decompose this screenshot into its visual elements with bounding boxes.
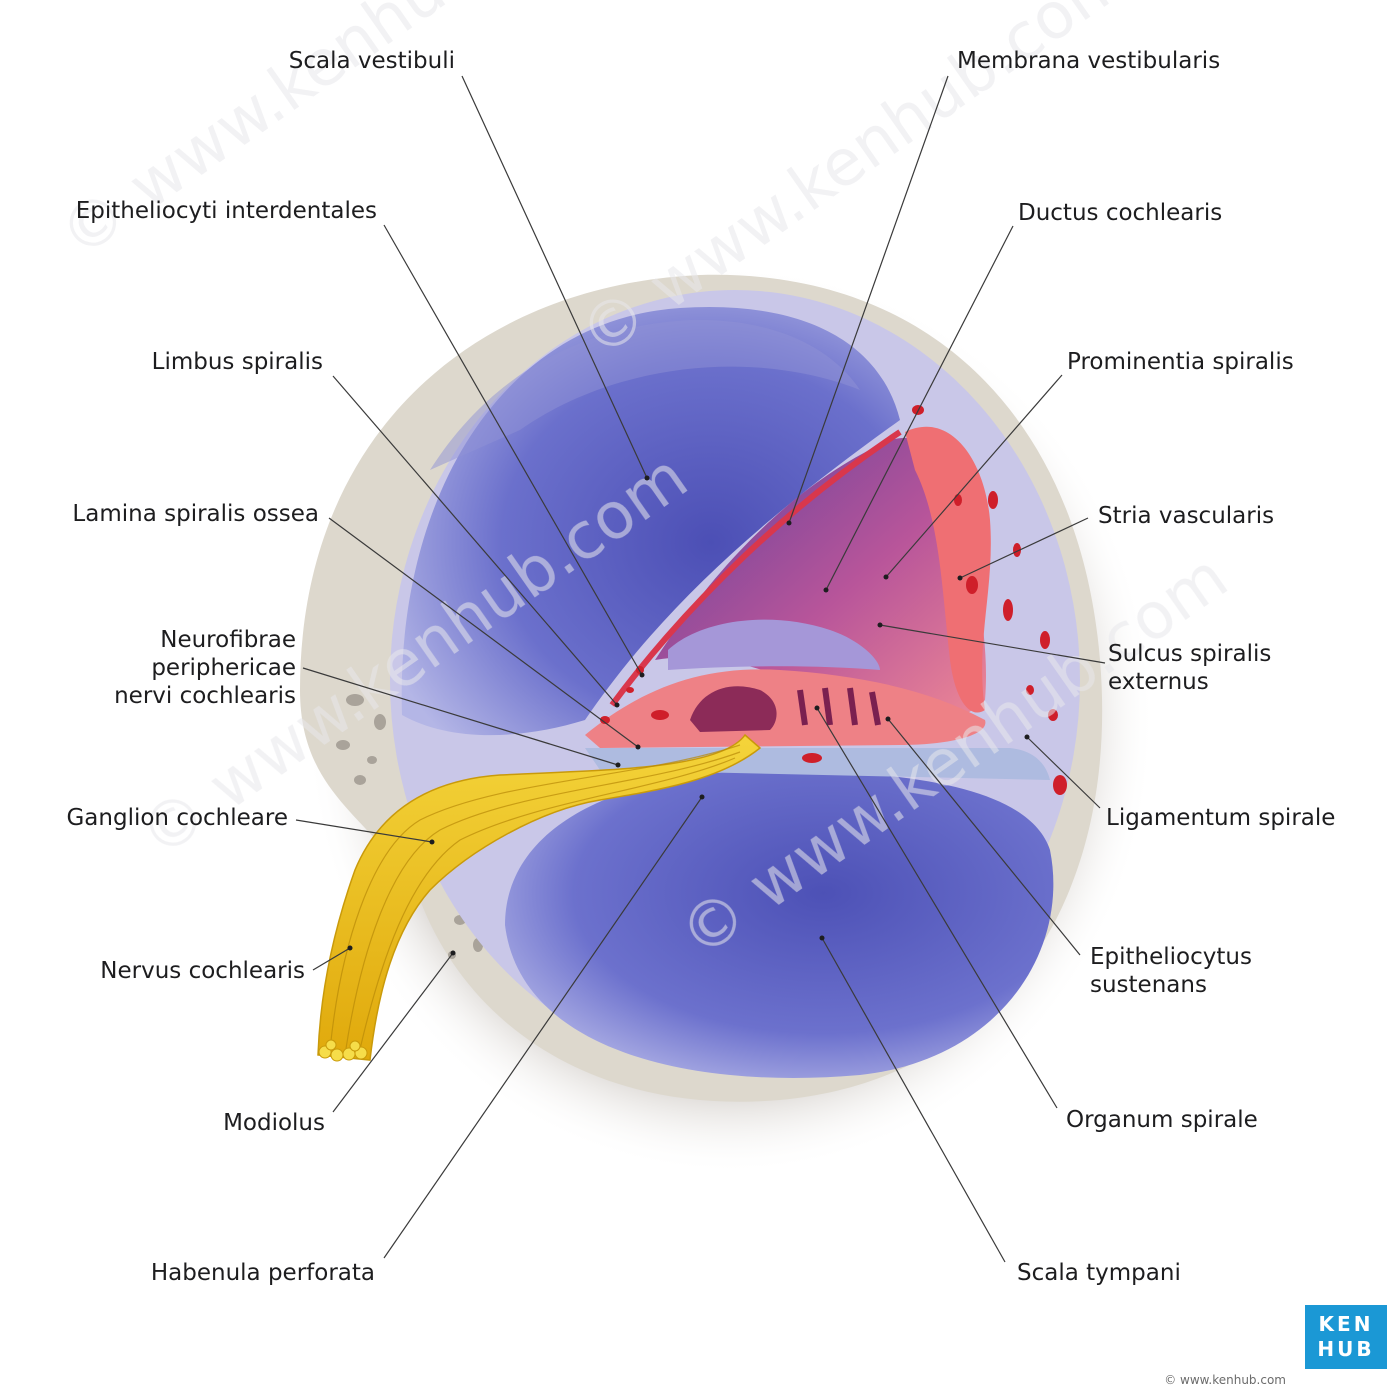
label-lamina-spiralis-ossea: Lamina spiralis ossea [72, 501, 319, 527]
label-scala-tympani: Scala tympani [1017, 1260, 1181, 1286]
label-scala-vestibuli: Scala vestibuli [288, 48, 455, 74]
tunnel-corti [690, 686, 777, 732]
label-organum-spirale: Organum spirale [1066, 1107, 1258, 1133]
label-limbus-spiralis: Limbus spiralis [151, 349, 323, 375]
label-prominentia-spiralis: Prominentia spiralis [1067, 349, 1294, 375]
label-ductus-cochlearis: Ductus cochlearis [1018, 200, 1223, 226]
svg-text:© www.kenhub.com: © www.kenhub.com [47, 0, 621, 273]
leader-dots [347, 475, 1030, 956]
label-modiolus: Modiolus [223, 1110, 325, 1136]
label-neurofibrae: Neurofibrae periphericae nervi cochleari… [114, 627, 296, 709]
label-sulcus-spiralis-externus: Sulcus spiralis externus [1108, 641, 1272, 695]
copyright-text: © www.kenhub.com [1164, 1373, 1286, 1387]
logo-line-1: KEN [1318, 1312, 1374, 1336]
label-nervus-cochlearis: Nervus cochlearis [100, 958, 305, 984]
kenhub-logo: KEN HUB [1305, 1305, 1387, 1369]
label-ganglion-cochleare: Ganglion cochleare [66, 805, 288, 831]
label-membrana-vestibularis: Membrana vestibularis [957, 48, 1221, 74]
label-stria-vascularis: Stria vascularis [1098, 503, 1275, 529]
hair-cells [797, 687, 881, 726]
leader-lines [295, 75, 1106, 1263]
label-epitheliocyti-interdentales: Epitheliocyti interdentales [75, 198, 377, 224]
membrana-vestibularis-line [609, 429, 902, 707]
scala-vestibuli-rim [430, 319, 860, 470]
nerve-stumps [318, 1039, 368, 1062]
nerve-fibres [329, 744, 741, 1059]
organum-spirale-base [585, 669, 986, 748]
label-habenula-perforata: Habenula perforata [150, 1260, 375, 1286]
label-epitheliocytus-sustenans: Epitheliocytus sustenans [1090, 944, 1252, 998]
scala-tympani-area [505, 770, 1054, 1078]
vessels [600, 405, 1067, 795]
label-ligamentum-spirale: Ligamentum spirale [1106, 805, 1336, 831]
membrana-tectoria [668, 619, 880, 670]
stria-vascularis-shape [905, 426, 991, 713]
logo-line-2: HUB [1317, 1337, 1375, 1361]
